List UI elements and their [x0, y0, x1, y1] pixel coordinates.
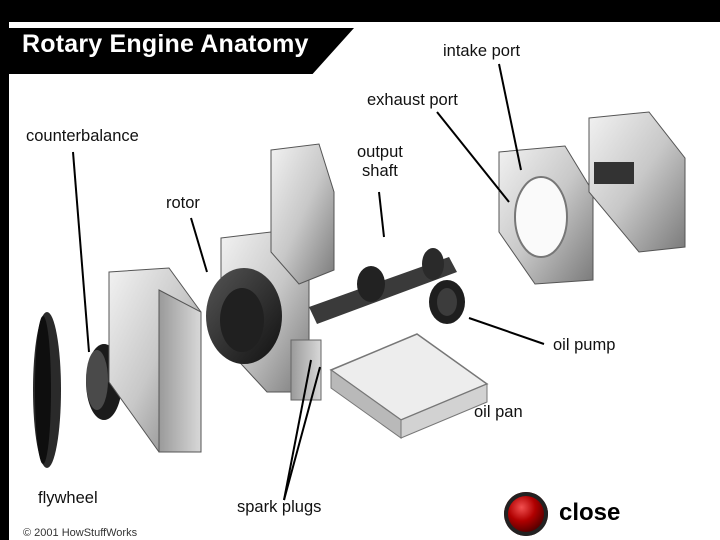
- label-oil-pan: oil pan: [474, 403, 523, 421]
- label-rotor: rotor: [166, 194, 200, 212]
- close-button[interactable]: close: [504, 492, 654, 540]
- diagram-panel: Rotary Engine Anatomy: [9, 22, 720, 540]
- oil-pan-part: [329, 333, 489, 439]
- copyright-text: © 2001 HowStuffWorks: [23, 527, 138, 539]
- engine-illustration: [33, 63, 686, 501]
- label-intake-port: intake port: [443, 42, 521, 60]
- label-oil-pump: oil pump: [553, 336, 616, 354]
- front-housing-part: [108, 267, 202, 453]
- label-output-shaft-line2: shaft: [362, 162, 398, 180]
- close-circle-icon[interactable]: [504, 492, 548, 536]
- leader-lines: [72, 63, 545, 501]
- oil-pump-part: [429, 280, 465, 324]
- label-flywheel: flywheel: [38, 489, 98, 507]
- rear-housing-part: [498, 111, 686, 285]
- page-title: Rotary Engine Anatomy: [22, 30, 309, 58]
- flywheel-part: [33, 312, 61, 468]
- label-exhaust-port: exhaust port: [367, 91, 458, 109]
- label-output-shaft-line1: output: [357, 143, 403, 161]
- close-label[interactable]: close: [559, 499, 621, 526]
- label-spark-plugs: spark plugs: [237, 498, 322, 516]
- label-output-shaft: output shaft: [357, 143, 403, 181]
- rotor-housing-part: [206, 231, 310, 393]
- output-shaft-part: [309, 248, 457, 324]
- title-bar: [9, 28, 354, 74]
- label-counterbalance: counterbalance: [26, 127, 139, 145]
